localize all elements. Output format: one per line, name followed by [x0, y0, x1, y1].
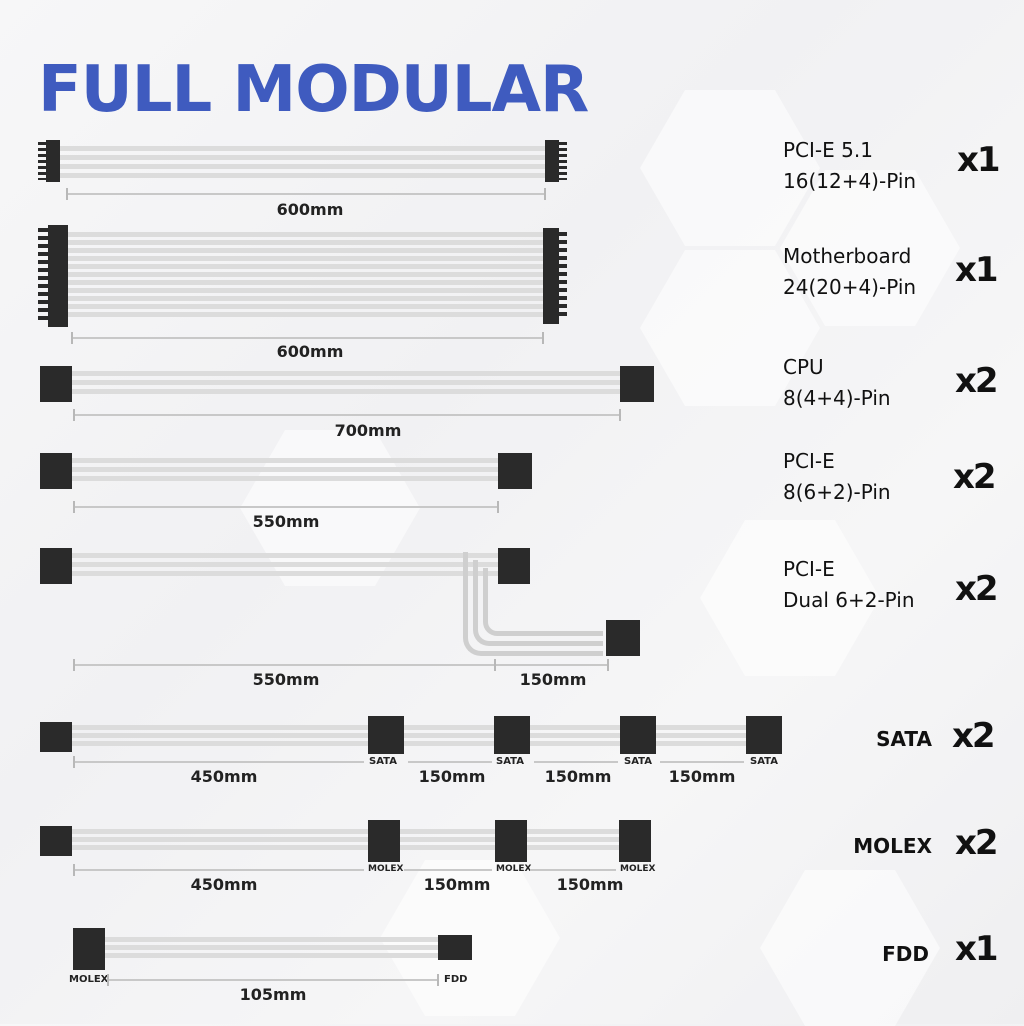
length-label: 450mm: [190, 875, 258, 894]
length-label: 450mm: [190, 767, 258, 786]
connector-left: [48, 225, 68, 327]
connector-branch: [606, 620, 640, 656]
connector-right: [498, 453, 532, 489]
sata-connector: [494, 716, 530, 754]
length-label: 550mm: [252, 512, 320, 531]
connector-right: [620, 366, 654, 402]
quantity: x2: [952, 716, 996, 756]
sata-connector: [368, 716, 404, 754]
connector-left: [40, 366, 72, 402]
sata-connector: [746, 716, 782, 754]
length-label: 150mm: [519, 670, 587, 689]
background-hexagon: [760, 870, 940, 1026]
page-title: FULL MODULAR: [38, 53, 589, 127]
connector-left: [40, 722, 72, 752]
connector-middle: [498, 548, 530, 584]
molex-connector: [368, 820, 400, 862]
length-label: 150mm: [423, 875, 491, 894]
background-hexagon: [240, 430, 420, 586]
connector-left: [40, 826, 72, 856]
quantity: x1: [957, 140, 1001, 180]
length-label: 105mm: [239, 985, 307, 1004]
length-label: 150mm: [418, 767, 486, 786]
quantity: x2: [955, 823, 999, 863]
length-label: 600mm: [276, 200, 344, 219]
quantity: x2: [955, 361, 999, 401]
quantity: x1: [955, 250, 999, 290]
molex-connector: [495, 820, 527, 862]
background-hexagon: [780, 170, 960, 326]
background-hexagon: [700, 520, 880, 676]
molex-connector: [73, 928, 105, 970]
quantity: x2: [955, 569, 999, 609]
length-label: 150mm: [556, 875, 624, 894]
dimension-line: [67, 193, 545, 195]
connector-left: [40, 453, 72, 489]
molex-connector: [619, 820, 651, 862]
quantity: x1: [955, 929, 999, 969]
length-label: 150mm: [668, 767, 736, 786]
length-label: 600mm: [276, 342, 344, 361]
length-label: 550mm: [252, 670, 320, 689]
fdd-connector: [438, 935, 472, 960]
connector-left: [46, 140, 60, 182]
connector-right: [545, 140, 559, 182]
quantity: x2: [953, 457, 997, 497]
connector-right: [543, 228, 559, 324]
length-label: 700mm: [334, 421, 402, 440]
connector-left: [40, 548, 72, 584]
sata-connector: [620, 716, 656, 754]
connector-pins: [38, 142, 46, 180]
length-label: 150mm: [544, 767, 612, 786]
background-hexagon: [640, 90, 820, 246]
background-hexagon: [640, 250, 820, 406]
